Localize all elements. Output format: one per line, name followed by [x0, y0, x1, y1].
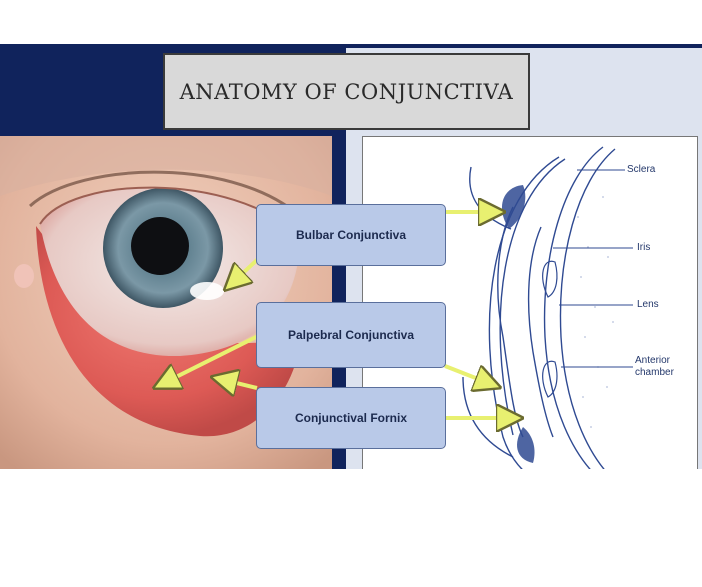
label-sclera: Sclera — [627, 164, 655, 176]
callout-palpebral-label: Palpebral Conjunctiva — [288, 328, 414, 342]
callout-palpebral-conjunctiva: Palpebral Conjunctiva — [256, 302, 446, 368]
slide: ANATOMY OF CONJUNCTIVA — [0, 44, 702, 469]
label-anterior-chamber-line1: Anterior — [635, 355, 670, 366]
page-title: ANATOMY OF CONJUNCTIVA — [180, 80, 514, 104]
callout-fornix-label: Conjunctival Fornix — [295, 411, 407, 425]
navy-band-right — [346, 44, 702, 48]
callout-bulbar-conjunctiva: Bulbar Conjunctiva — [256, 204, 446, 266]
callout-bulbar-label: Bulbar Conjunctiva — [296, 228, 406, 242]
label-iris: Iris — [637, 242, 650, 254]
label-anterior-chamber: Anterior chamber — [635, 355, 674, 379]
label-lens: Lens — [637, 299, 659, 311]
label-anterior-chamber-line2: chamber — [635, 367, 674, 378]
title-box: ANATOMY OF CONJUNCTIVA — [163, 53, 530, 130]
callout-conjunctival-fornix: Conjunctival Fornix — [256, 387, 446, 449]
